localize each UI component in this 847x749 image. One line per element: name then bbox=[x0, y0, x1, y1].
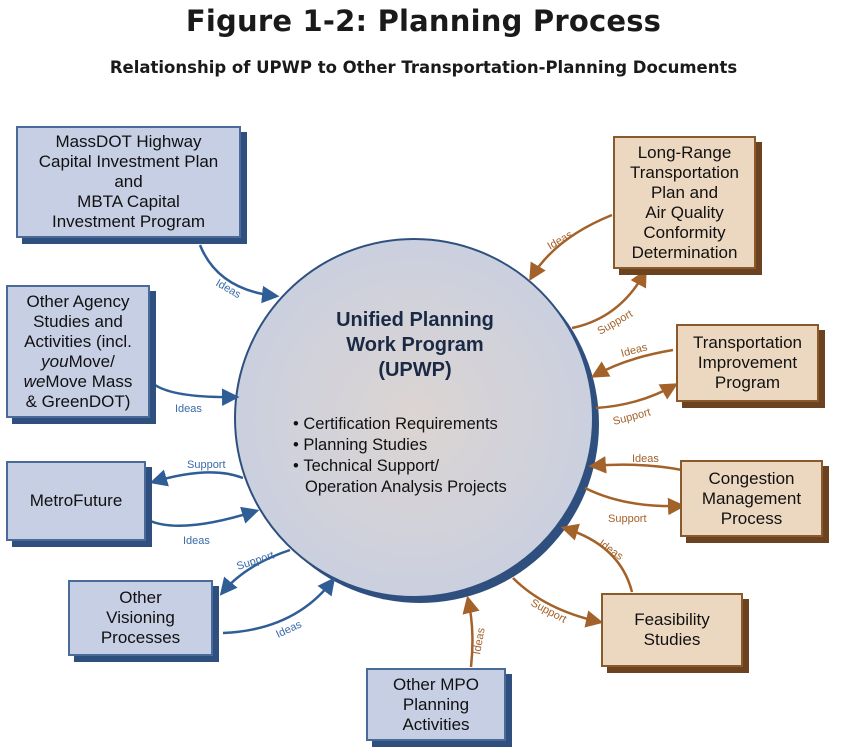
cmp-box: Congestion Management Process bbox=[680, 460, 823, 537]
box-text-line: Improvement bbox=[697, 353, 798, 372]
upwp-bullet: Planning Studies bbox=[293, 435, 507, 456]
tip-box: Transportation Improvement Program bbox=[676, 324, 819, 402]
box-text-line: Capital Investment Plan bbox=[38, 152, 219, 171]
arrow-visioning-support bbox=[219, 548, 291, 596]
label-cmp-ideas: Ideas bbox=[632, 453, 659, 465]
box-text-line: Program bbox=[714, 373, 781, 392]
figure-subtitle: Relationship of UPWP to Other Transporta… bbox=[109, 58, 738, 77]
other-mpo-activities-box: Other MPO Planning Activities bbox=[366, 668, 506, 741]
massdot-cip-box: MassDOT Highway Capital Investment Plan … bbox=[16, 126, 241, 238]
box-text-line: Studies and bbox=[33, 311, 123, 331]
box-text-line: Feasibility bbox=[634, 610, 710, 629]
box-text-line: and bbox=[114, 172, 143, 191]
box-text-line: Congestion bbox=[708, 468, 795, 488]
arrow-metrofuture-support bbox=[149, 469, 244, 487]
arrow-massdot-ideas bbox=[198, 244, 280, 304]
box-text-line: Air Quality bbox=[645, 202, 724, 222]
box-text-line: Process bbox=[720, 508, 783, 528]
box-text-line: weMove Mass bbox=[23, 371, 133, 391]
box-text-line: Other bbox=[119, 588, 162, 607]
label-metrofuture-ideas: Ideas bbox=[183, 535, 210, 547]
box-text-line: MassDOT Highway bbox=[55, 132, 202, 151]
arrow-other-mpo-ideas bbox=[462, 595, 480, 668]
arrow-tip-ideas bbox=[590, 348, 674, 378]
feasibility-studies-box: Feasibility Studies bbox=[601, 593, 743, 667]
upwp-bullet-list: Certification Requirements Planning Stud… bbox=[293, 414, 507, 498]
upwp-bullet-continuation: Operation Analysis Projects bbox=[305, 478, 507, 496]
upwp-title-line: Work Program bbox=[346, 334, 484, 356]
box-text-line: MetroFuture bbox=[29, 491, 123, 510]
box-text-line: Transportation bbox=[693, 333, 802, 352]
box-text-line: & GreenDOT) bbox=[25, 391, 131, 411]
box-text-line: Studies bbox=[643, 630, 701, 649]
arrow-feasibility-support bbox=[512, 577, 604, 628]
label-visioning-support: Support bbox=[235, 550, 275, 573]
box-text-line: MBTA Capital bbox=[77, 192, 180, 211]
label-feasibility-support: Support bbox=[529, 597, 569, 626]
box-text-line: Management bbox=[701, 488, 802, 508]
box-text-line: Investment Program bbox=[51, 212, 206, 231]
label-other-mpo-ideas: Ideas bbox=[471, 626, 488, 655]
arrow-tip-support bbox=[595, 383, 679, 410]
arrow-lrtp-support bbox=[571, 268, 647, 330]
upwp-title-line: (UPWP) bbox=[378, 359, 452, 381]
arrow-lrtp-ideas bbox=[529, 213, 613, 282]
arrow-visioning-ideas bbox=[222, 577, 336, 635]
box-text-line: Plan and bbox=[650, 182, 719, 202]
label-tip-support: Support bbox=[612, 406, 652, 428]
metrofuture-box: MetroFuture bbox=[6, 461, 146, 541]
label-lrtp-support: Support bbox=[596, 308, 635, 338]
box-text-line: Visioning bbox=[106, 608, 175, 627]
arrow-metrofuture-ideas bbox=[147, 506, 260, 528]
box-text-line: Conformity bbox=[643, 222, 726, 242]
other-agency-studies-box: Other Agency Studies and Activities (inc… bbox=[6, 285, 150, 418]
box-text-line: Transportation bbox=[630, 162, 739, 182]
arrow-feasibility-ideas bbox=[560, 523, 634, 593]
box-text-line: Planning bbox=[402, 694, 470, 714]
lrtp-box: Long-Range Transportation Plan and Air Q… bbox=[613, 136, 756, 269]
box-text-line: Other MPO bbox=[393, 674, 479, 694]
arrow-cmp-ideas bbox=[588, 456, 683, 474]
other-visioning-box: Other Visioning Processes bbox=[68, 580, 213, 656]
box-text-line: Activities (incl. bbox=[24, 331, 132, 351]
box-text-line: Determination bbox=[631, 242, 738, 262]
arrow-other-agency-ideas bbox=[154, 383, 240, 406]
box-text-line: youMove/ bbox=[41, 351, 115, 371]
box-text-line: Other Agency bbox=[26, 291, 130, 311]
box-text-line: Activities bbox=[402, 714, 470, 734]
upwp-bullet: Technical Support/ bbox=[293, 456, 507, 477]
label-metrofuture-support: Support bbox=[187, 459, 226, 471]
figure-title: Figure 1-2: Planning Process bbox=[185, 4, 662, 38]
box-text-line: Long-Range bbox=[637, 142, 732, 162]
label-lrtp-ideas: Ideas bbox=[546, 229, 576, 253]
label-feasibility-ideas: Ideas bbox=[596, 538, 625, 564]
upwp-title: Unified Planning Work Program (UPWP) bbox=[290, 308, 540, 383]
upwp-bullet: Certification Requirements bbox=[293, 414, 507, 435]
upwp-title-line: Unified Planning bbox=[336, 309, 494, 331]
arrow-cmp-support bbox=[584, 486, 686, 516]
label-other-agency-ideas: Ideas bbox=[175, 403, 202, 415]
box-text-line: Processes bbox=[100, 628, 181, 647]
label-cmp-support: Support bbox=[608, 513, 647, 525]
